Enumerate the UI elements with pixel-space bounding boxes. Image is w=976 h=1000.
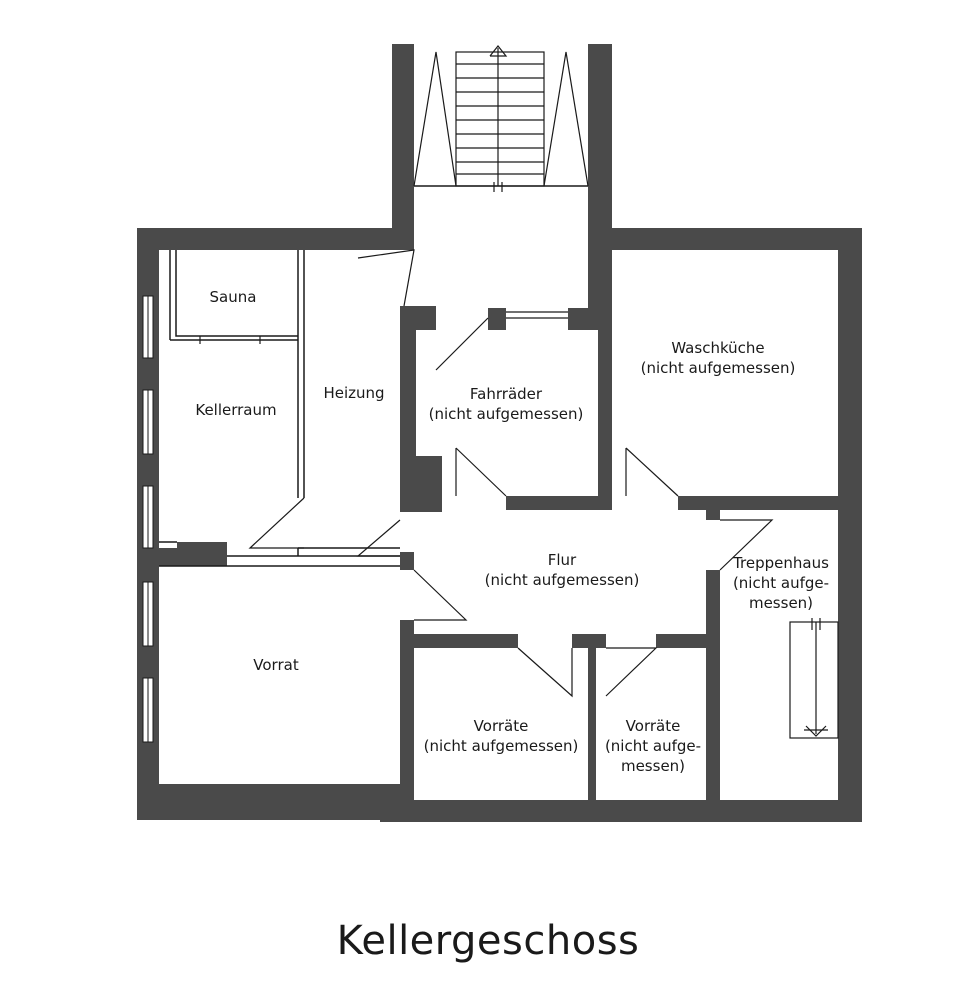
room-label-vorraete-1: Vorräte (nicht aufgemessen) — [423, 717, 579, 755]
exterior-walls — [137, 44, 862, 822]
door-swings — [199, 249, 774, 698]
room-label-fahrraeder: Fahrräder (nicht aufgemessen) — [428, 385, 584, 423]
room-label-vorrat: Vorrat — [253, 656, 299, 674]
room-label-vorraete-2: Vorräte (nicht aufge- messen) — [604, 717, 702, 775]
plan-title: Kellergeschoss — [336, 918, 640, 964]
stairs-treppenhaus — [789, 618, 839, 739]
room-label-kellerraum: Kellerraum — [195, 401, 277, 419]
room-label-treppenhaus: Treppenhaus (nicht aufge- messen) — [732, 554, 830, 612]
interior-walls — [400, 306, 862, 802]
room-label-sauna: Sauna — [209, 288, 257, 306]
stairs-top — [413, 45, 589, 192]
left-windows — [142, 295, 154, 743]
room-label-flur: Flur (nicht aufgemessen) — [484, 551, 640, 589]
room-label-heizung: Heizung — [323, 384, 385, 402]
room-label-waschkueche: Waschküche (nicht aufgemessen) — [640, 339, 796, 377]
